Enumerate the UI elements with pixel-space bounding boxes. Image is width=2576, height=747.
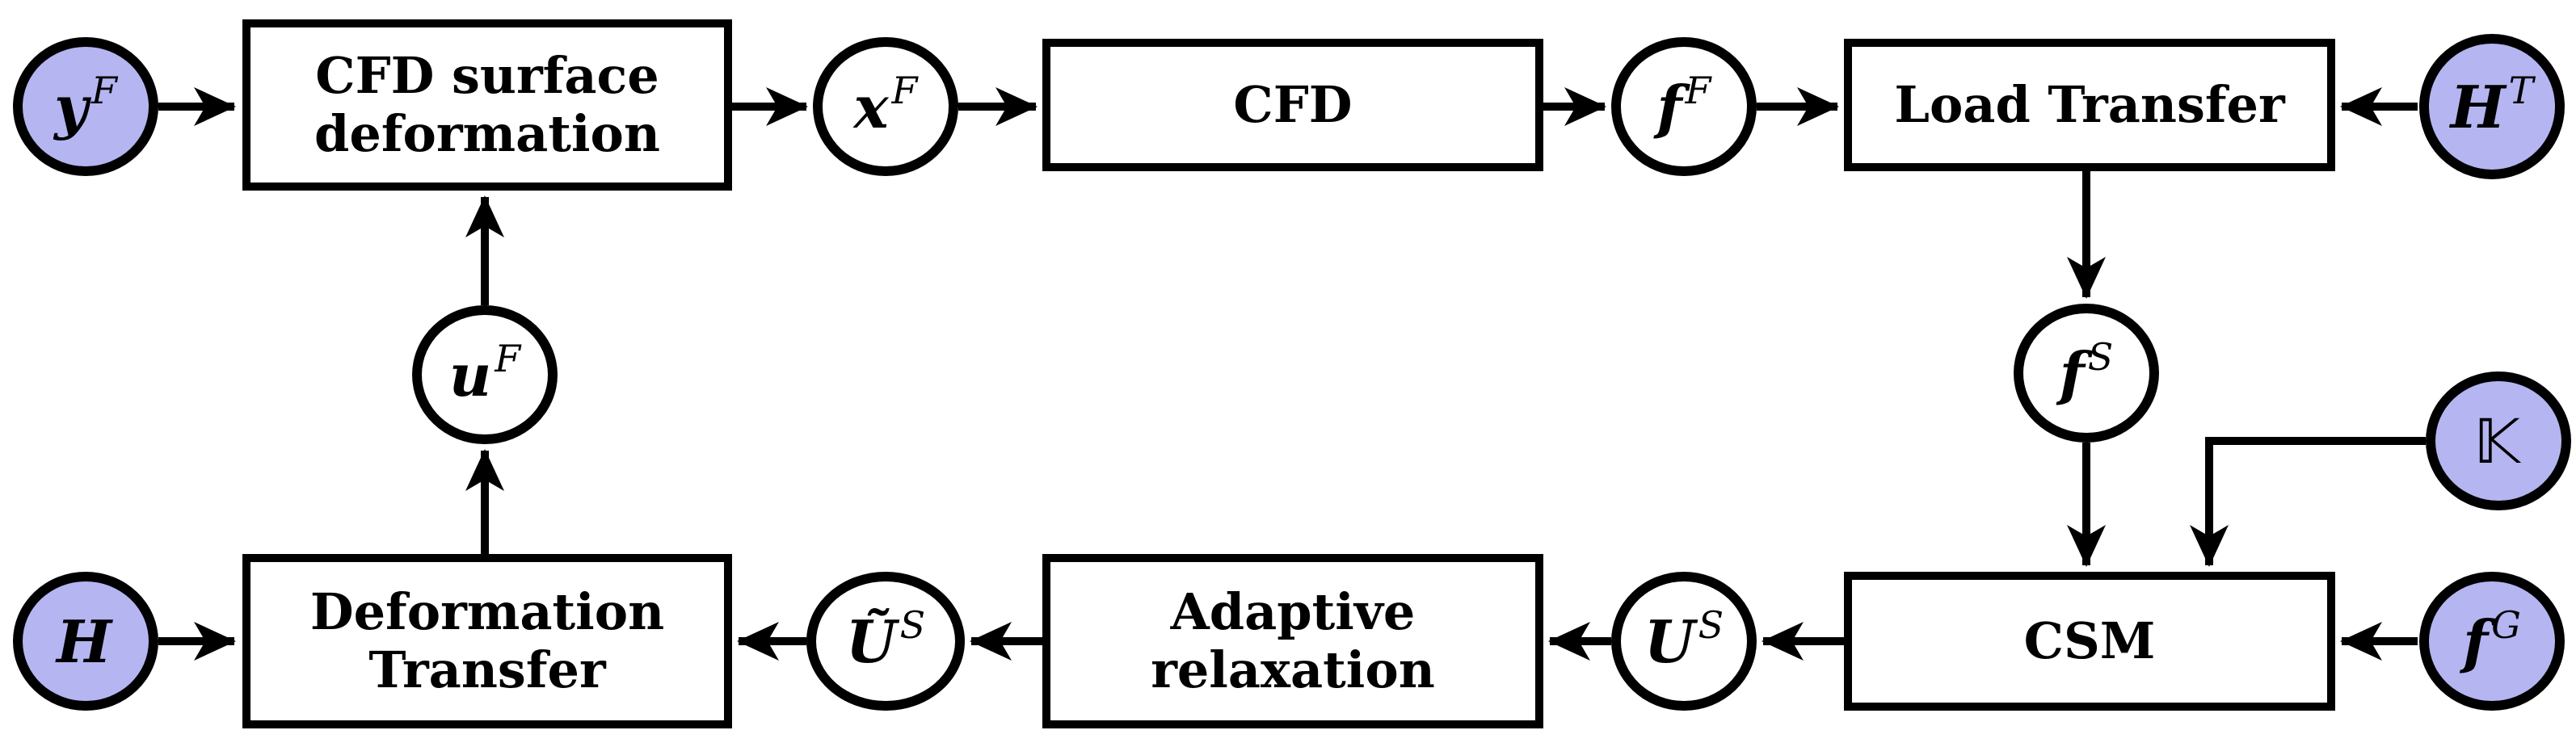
box-load-transfer: Load Transfer xyxy=(1844,39,2335,171)
node-H: H xyxy=(13,572,158,711)
node-uF: uF xyxy=(412,305,558,444)
node-fG: fG xyxy=(2419,572,2565,711)
node-yF: yF xyxy=(13,37,158,176)
node-fG-label: fG xyxy=(2463,602,2521,676)
node-K: 𝕂 xyxy=(2426,371,2571,510)
box-csm: CSM xyxy=(1844,572,2335,711)
box-csm-label: CSM xyxy=(2023,611,2156,671)
box-cfd-label: CFD xyxy=(1233,75,1353,135)
node-HT: HT xyxy=(2419,34,2565,179)
box-deformation-transfer-label-line2: Transfer xyxy=(368,640,606,699)
box-deformation-transfer: Deformation Transfer xyxy=(242,554,732,728)
node-xF-label: xF xyxy=(853,68,918,141)
box-cfd: CFD xyxy=(1042,39,1543,171)
box-adaptive-relaxation-label-line2: relaxation xyxy=(1151,640,1435,699)
node-fF: fF xyxy=(1611,37,1757,176)
node-HT-label: HT xyxy=(2450,68,2534,141)
arrow-K-to-csm xyxy=(2190,437,2426,567)
node-K-label: 𝕂 xyxy=(2473,405,2520,477)
node-UtS: ŨS xyxy=(806,572,965,711)
node-fF-label: fF xyxy=(1656,68,1711,141)
box-deformation-transfer-label-line1: Deformation xyxy=(309,582,665,642)
node-US: US xyxy=(1611,572,1757,711)
node-US-label: US xyxy=(1644,602,1724,676)
box-adaptive-relaxation: Adaptive relaxation xyxy=(1042,554,1543,728)
node-xF: xF xyxy=(813,37,958,176)
node-yF-label: yF xyxy=(54,68,117,141)
box-adaptive-relaxation-label-line1: Adaptive xyxy=(1170,582,1416,642)
box-cfd-surface-deformation-label-line1: CFD surface xyxy=(315,46,659,106)
node-UtS-label: ŨS xyxy=(845,602,926,676)
node-fS: fS xyxy=(2014,304,2159,443)
node-uF-label: uF xyxy=(448,336,521,409)
node-fS-label: fS xyxy=(2059,334,2114,408)
box-load-transfer-label: Load Transfer xyxy=(1894,75,2285,135)
node-H-label: H xyxy=(56,606,112,676)
box-cfd-surface-deformation-label-line2: deformation xyxy=(314,104,660,163)
box-cfd-surface-deformation: CFD surface deformation xyxy=(242,19,732,191)
